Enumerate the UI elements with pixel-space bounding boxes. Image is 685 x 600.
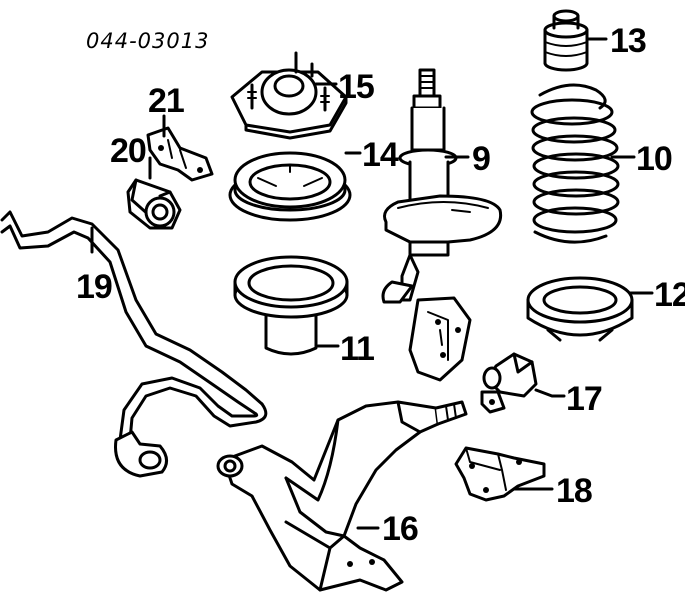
label-9: 9 <box>472 140 490 178</box>
part-21-bracket <box>146 126 214 182</box>
part-19-stabilizer-bar <box>0 210 268 478</box>
label-20: 20 <box>110 132 146 170</box>
label-10: 10 <box>636 140 672 178</box>
part-labels: 13 15 21 14 9 10 20 19 12 11 17 18 16 <box>76 22 685 548</box>
label-17: 17 <box>566 380 602 418</box>
label-14: 14 <box>362 136 399 174</box>
label-11: 11 <box>340 330 374 368</box>
part-10-coil-spring <box>530 83 620 244</box>
part-11-boot <box>233 255 349 356</box>
label-19: 19 <box>76 268 112 306</box>
diagram-code: 044-03013 <box>86 29 209 53</box>
label-18: 18 <box>556 472 592 510</box>
part-12-lower-seat <box>526 276 634 342</box>
part-18-bracket <box>454 446 546 502</box>
label-13: 13 <box>610 22 646 60</box>
label-15: 15 <box>338 68 374 106</box>
part-14-spring-seat <box>228 151 352 222</box>
part-13-bump-stop <box>543 9 589 72</box>
label-21: 21 <box>148 82 184 120</box>
part-15-upper-mount <box>230 51 348 140</box>
part-9-strut <box>381 68 503 382</box>
label-16: 16 <box>382 510 418 548</box>
part-20-bushing <box>126 178 182 230</box>
label-12: 12 <box>654 276 685 314</box>
leader-lines <box>90 37 654 530</box>
part-16-lower-arm <box>216 400 468 592</box>
part-17-ball-joint <box>480 352 538 414</box>
